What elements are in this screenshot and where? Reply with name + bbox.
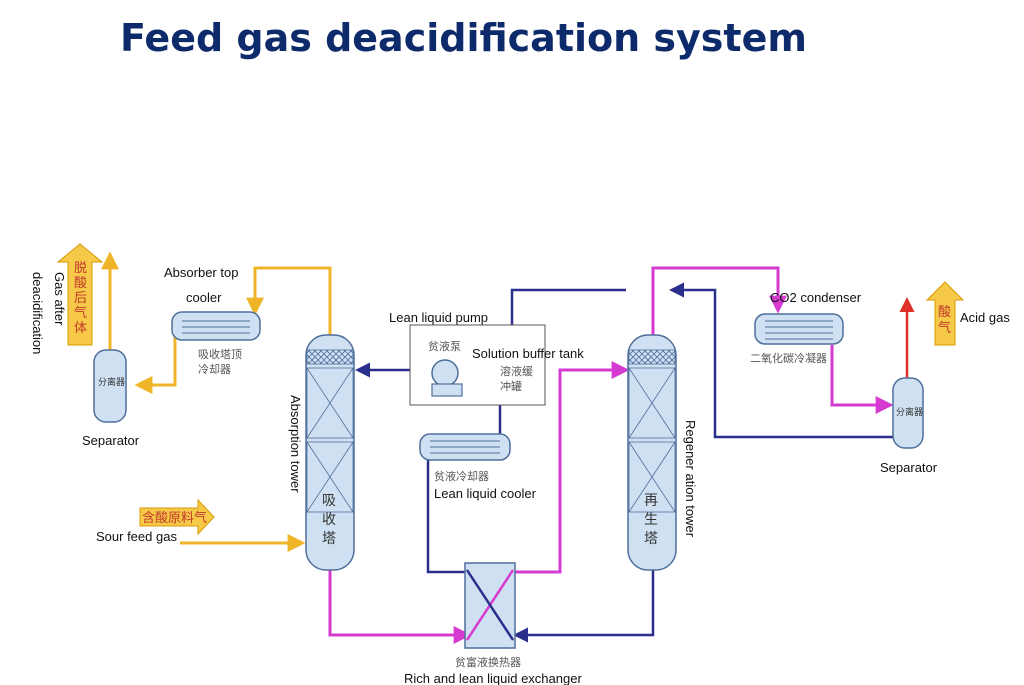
sour-feed-label: Sour feed gas [96,529,177,544]
buffer-cn-1: 溶液缓 [500,364,533,378]
gas-after-cn: 脱酸后气体 [74,261,87,336]
lean-liquid-cooler[interactable] [419,433,511,461]
buffer-top-line [510,288,626,340]
svg-text:生: 生 [644,512,658,528]
separator-left-cn: 分离器 [98,376,125,388]
regeneration-tower-label: Regener ation tower [683,420,698,538]
exchanger-label: Rich and lean liquid exchanger [404,671,582,685]
absorption-tower[interactable] [305,334,355,571]
pump-buffer-unit[interactable] [409,324,546,406]
absorber-top-cn-1: 吸收塔顶 [198,347,242,361]
sour-feed-cn: 含酸原料气 [142,510,207,526]
gas-after-line1: Gas after [52,272,67,326]
absorption-tower-cn: 吸 收 塔 [322,493,336,547]
buffer-tank-label: Solution buffer tank [472,346,584,361]
condenser-to-separator-line [830,345,894,414]
lean-to-cooler-line [426,458,470,574]
rich-lean-exchanger[interactable] [464,562,516,649]
regeneration-tower[interactable] [627,334,677,571]
cooler-to-separator-line [134,325,177,394]
lean-from-regenerator-line [513,568,655,643]
co2-condenser-cn: 二氧化碳冷凝器 [750,351,827,365]
lean-cooler-label: Lean liquid cooler [434,486,537,501]
gas-after-arrow [56,243,104,346]
gas-after-label: Gas after deacidification [30,272,67,354]
co2-condenser[interactable] [754,313,844,345]
lean-pump-cn: 贫液泵 [428,339,461,353]
separator-right[interactable] [892,377,924,449]
gas-lines [101,251,332,552]
separator-right-cn: 分离器 [896,406,923,418]
page-title: Feed gas deacidification system [120,16,807,60]
reflux-return-line [669,282,893,439]
exchanger-cn: 贫富液换热器 [455,655,521,669]
svg-text:塔: 塔 [322,531,336,547]
absorber-top-cooler[interactable] [171,311,261,341]
absorber-top-cn-2: 冷却器 [198,363,231,376]
absorber-top-label-2: cooler [186,290,222,305]
regeneration-tower-cn: 再 生 塔 [644,493,658,547]
svg-text:再: 再 [644,493,658,509]
lean-cooler-cn: 贫液冷却器 [434,469,489,483]
gas-after-line2: deacidification [30,272,45,354]
buffer-cn-2: 冲罐 [500,379,522,393]
svg-text:吸: 吸 [322,493,336,509]
acid-gas-cn-0: 酸 [938,305,951,320]
svg-text:收: 收 [322,512,336,528]
rich-to-exchanger-line [328,570,472,644]
svg-text:塔: 塔 [644,531,658,547]
lean-pump-label: Lean liquid pump [389,310,488,325]
acid-gas-cn-1: 气 [938,320,951,336]
absorber-overhead-line [246,266,332,335]
separator-left-label: Separator [82,433,140,448]
separator-left[interactable] [93,349,127,423]
absorption-tower-label: Absorption tower [288,395,303,493]
acid-gas-arrow [925,281,965,346]
co2-condenser-label: CO2 condenser [770,290,862,305]
rich-lines [328,266,894,644]
regenerator-overhead-line [651,266,787,335]
acid-gas-label: Acid gas [960,310,1010,325]
sour-feed-arrow [139,498,215,536]
absorber-top-label-1: Absorber top [164,265,238,280]
separator-right-label: Separator [880,460,938,475]
rich-to-regenerator-line [513,361,630,574]
